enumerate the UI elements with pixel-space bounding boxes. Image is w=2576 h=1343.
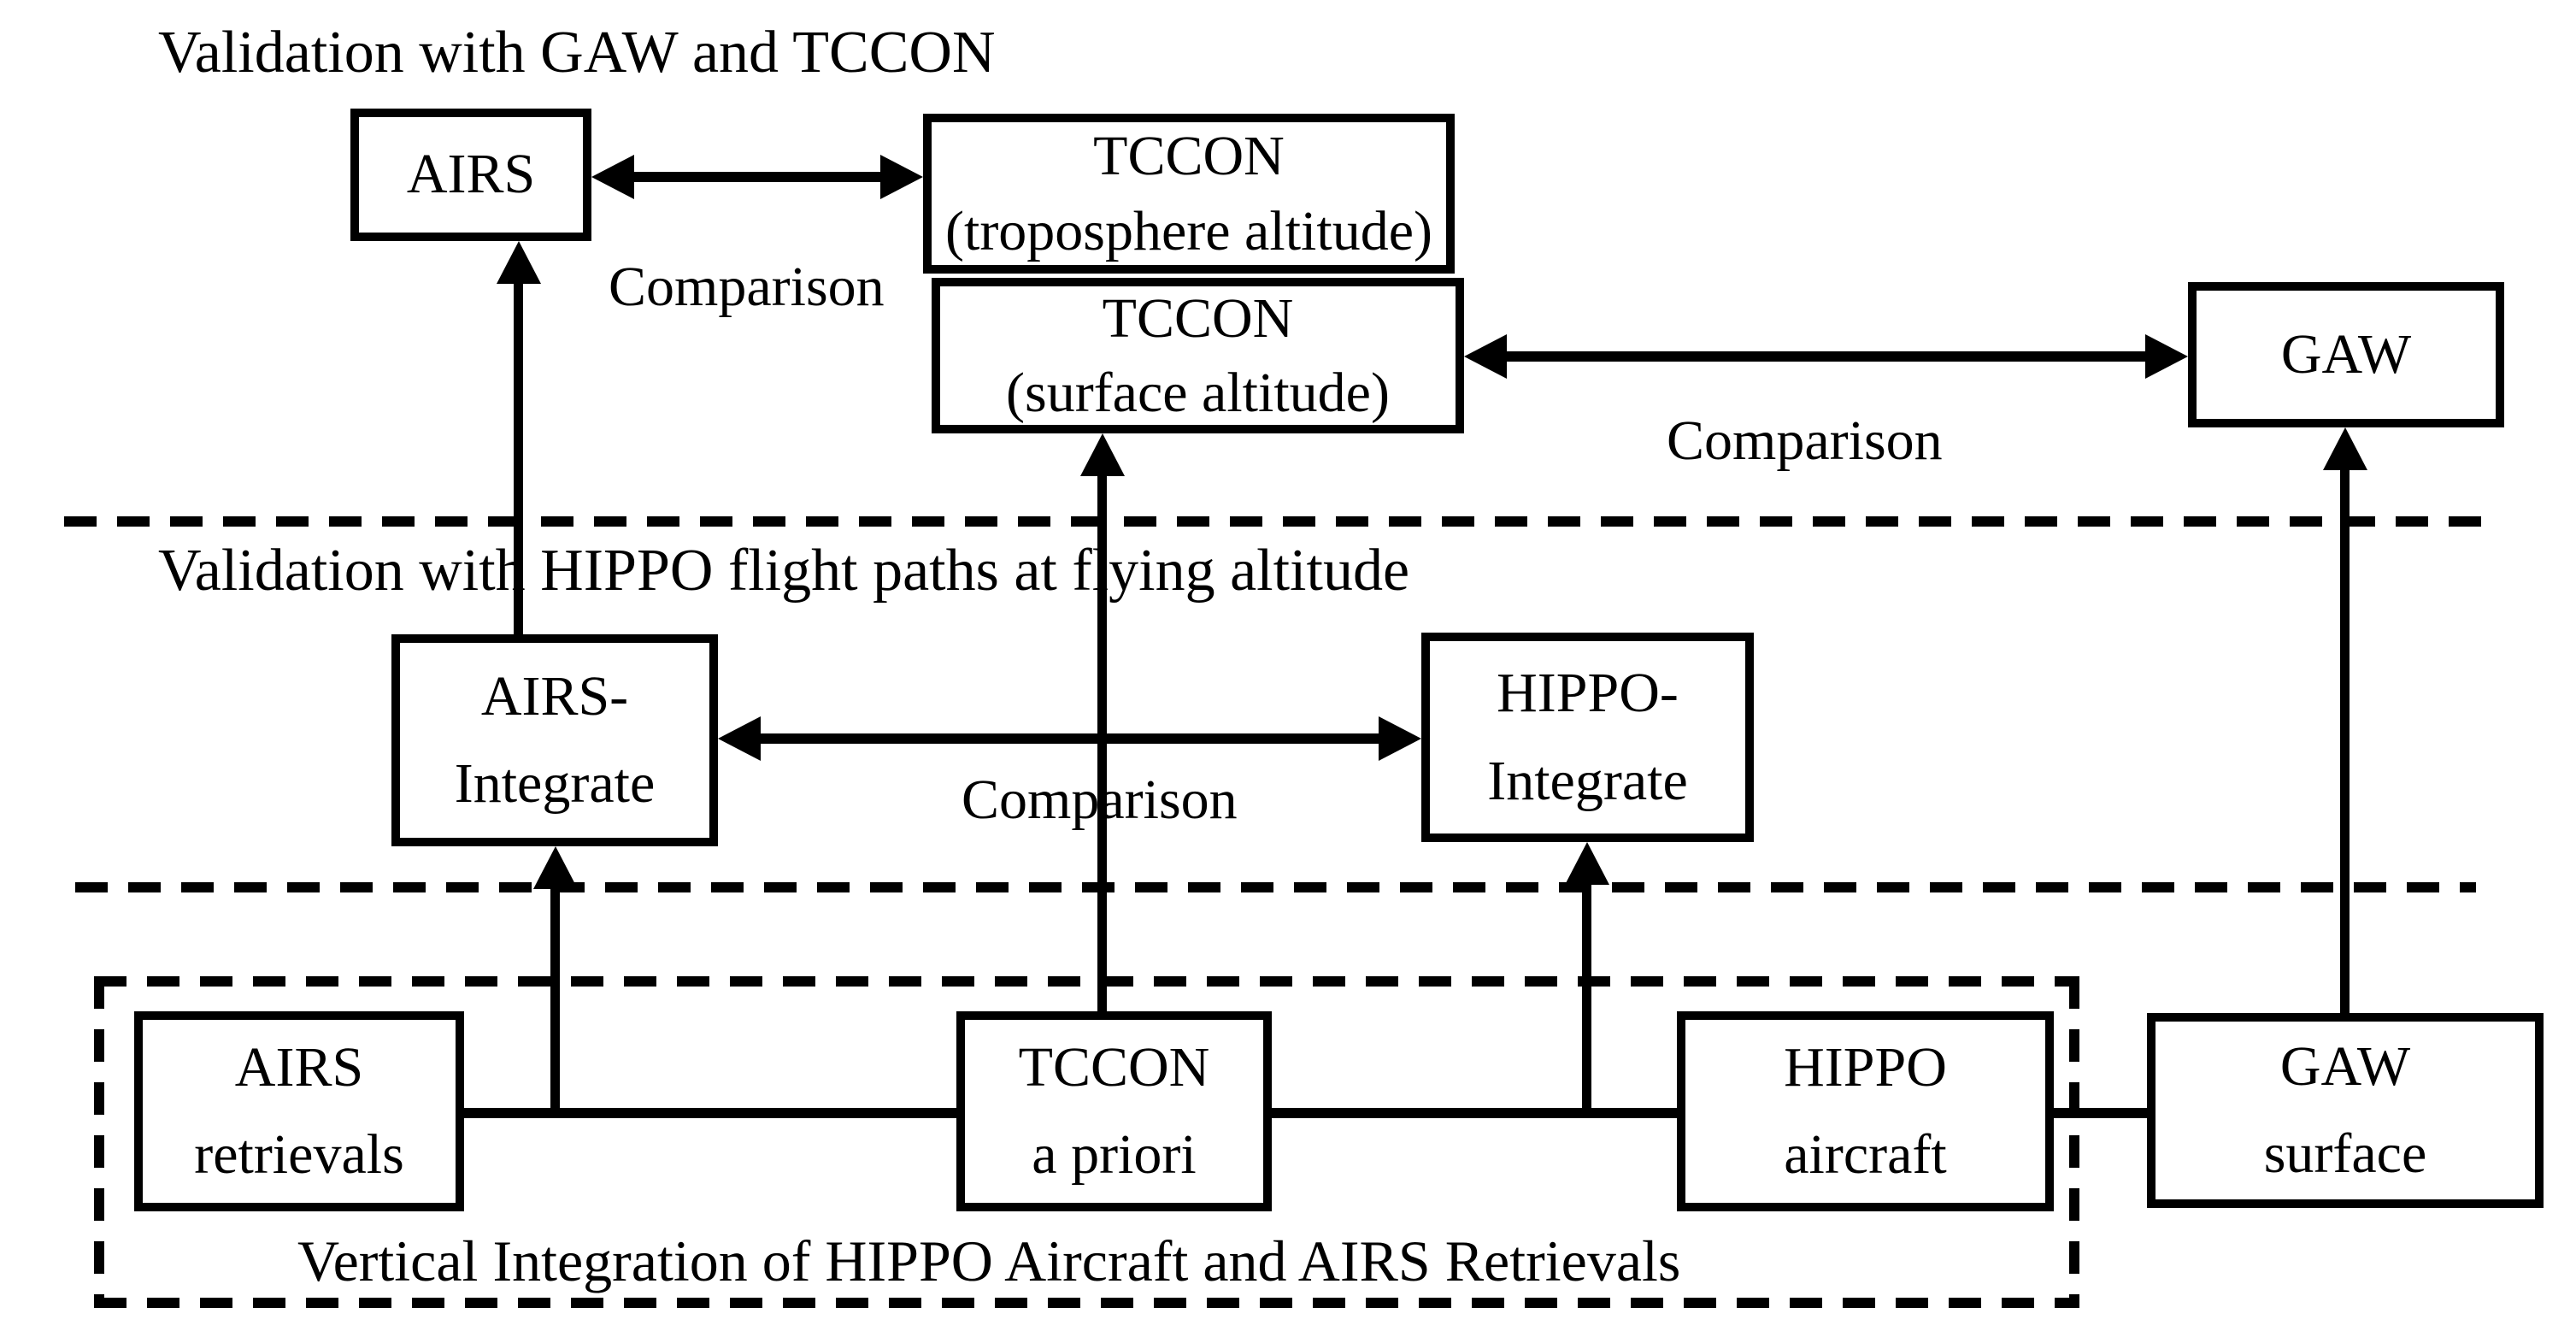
arrow-retrievals-to-airsintegrate-shaft <box>550 887 560 1113</box>
arrow-tccon-gaw-right-arrowhead-icon <box>2145 334 2188 379</box>
comparison-label-tccon-gaw: Comparison <box>1667 409 1943 472</box>
arrow-gawsurface-to-gaw-arrowhead-icon <box>2323 427 2367 470</box>
arrow-tccon-gaw-shaft <box>1507 351 2145 362</box>
node-airs-retrievals: AIRS retrievals <box>134 1011 464 1211</box>
section-separator-top <box>64 516 2492 527</box>
integration-group-border-top <box>94 976 2079 987</box>
arrow-aircraft-to-hippointegrate-arrowhead-icon <box>1565 842 1609 885</box>
arrow-airs-tccon-right-arrowhead-icon <box>880 155 923 199</box>
connector-apriori-aircraft <box>1272 1108 1677 1118</box>
arrow-gawsurface-to-gaw-shaft <box>2340 468 2350 1013</box>
connector-retrievals-apriori <box>464 1108 956 1118</box>
connector-aircraft-gawsurface <box>2054 1108 2147 1118</box>
arrow-integrate-comparison-left-arrowhead-icon <box>718 716 761 761</box>
section-title-hippo-flight: Validation with HIPPO flight paths at fl… <box>158 538 1410 604</box>
node-airs: AIRS <box>350 109 591 241</box>
integration-group-border-left <box>94 976 104 1308</box>
node-hippo-integrate: HIPPO- Integrate <box>1421 633 1754 842</box>
integration-group-border-bottom <box>94 1298 2079 1308</box>
node-gaw-surface: GAW surface <box>2147 1013 2544 1208</box>
node-tccon-troposphere: TCCON (troposphere altitude) <box>923 114 1455 274</box>
comparison-label-integrate: Comparison <box>962 769 1238 831</box>
comparison-label-airs-tccon: Comparison <box>609 256 885 318</box>
arrow-airsintegrate-to-airs-arrowhead-icon <box>497 241 541 284</box>
arrow-retrievals-to-airsintegrate-arrowhead-icon <box>533 846 578 889</box>
arrow-airs-tccon-left-arrowhead-icon <box>591 155 634 199</box>
arrow-integrate-comparison-shaft <box>761 733 1379 744</box>
arrow-airsintegrate-to-airs-shaft <box>514 282 523 634</box>
section-title-vertical-integration: Vertical Integration of HIPPO Aircraft a… <box>297 1228 1681 1293</box>
integration-group-border-right <box>2069 976 2079 1308</box>
node-tccon-a-priori: TCCON a priori <box>956 1011 1272 1211</box>
node-hippo-aircraft: HIPPO aircraft <box>1677 1011 2054 1211</box>
arrow-tccon-gaw-left-arrowhead-icon <box>1464 334 1507 379</box>
arrow-aircraft-to-hippointegrate-shaft <box>1582 883 1591 1113</box>
arrow-integrate-comparison-right-arrowhead-icon <box>1379 716 1421 761</box>
section-title-gaw-tccon: Validation with GAW and TCCON <box>158 20 996 85</box>
arrow-apriori-to-tcconsurface-arrowhead-icon <box>1080 433 1125 476</box>
node-gaw: GAW <box>2188 282 2504 427</box>
arrow-airs-tccon-shaft <box>634 172 880 182</box>
section-separator-middle <box>75 882 2476 892</box>
node-airs-integrate: AIRS- Integrate <box>391 634 718 846</box>
node-tccon-surface: TCCON (surface altitude) <box>932 278 1464 433</box>
